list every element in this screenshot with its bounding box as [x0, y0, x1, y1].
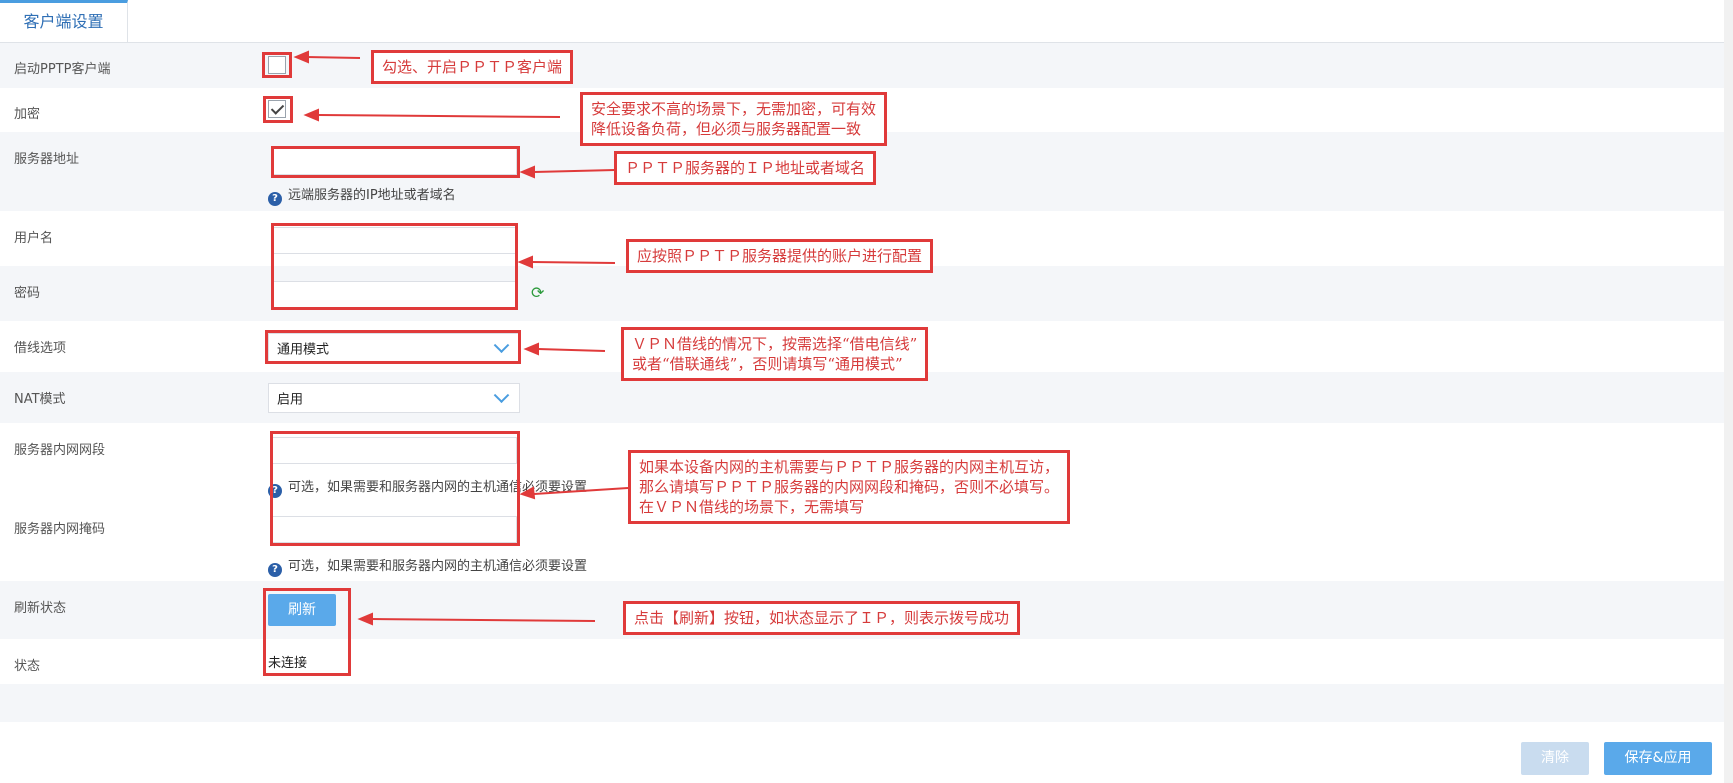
refresh-button[interactable]: 刷新 [268, 594, 336, 626]
highlight-encrypt-checkbox [263, 96, 293, 123]
server-address-label: 服务器地址 [14, 152, 80, 167]
callout-text: 那么请填写ＰＰＴＰ服务器的内网网段和掩码，否则不必填写。 [639, 478, 1060, 496]
nat-mode-select[interactable]: 启用 [268, 383, 520, 413]
status-value: 未连接 [268, 656, 308, 671]
username-input[interactable] [272, 227, 517, 254]
callout-text: ＰＰＴＰ服务器的ＩＰ地址或者域名 [625, 159, 866, 177]
clear-button[interactable]: 清除 [1521, 742, 1589, 775]
callout-server-address: ＰＰＴＰ服务器的ＩＰ地址或者域名 [614, 151, 877, 185]
help-text: 可选，如果需要和服务器内网的主机通信必须要设置 [288, 559, 588, 574]
callout-text: 降低设备负荷，但必须与服务器配置一致 [591, 120, 862, 138]
nat-mode-label: NAT模式 [14, 392, 66, 407]
highlight-server-address [271, 146, 520, 178]
server-lan-segment-label: 服务器内网网段 [14, 443, 106, 458]
help-text: 可选，如果需要和服务器内网的主机通信必须要设置 [288, 480, 588, 495]
callout-enable-pptp: 勾选、开启ＰＰＴＰ客户端 [371, 50, 574, 84]
server-lan-mask-help: ? 可选，如果需要和服务器内网的主机通信必须要设置 [268, 555, 587, 577]
callout-refresh: 点击【刷新】按钮，如状态显示了ＩＰ，则表示拨号成功 [623, 601, 1021, 635]
refresh-arrows-icon[interactable]: ⟳ [531, 283, 545, 302]
callout-account: 应按照ＰＰＴＰ服务器提供的账户进行配置 [626, 239, 934, 273]
highlight-server-lan [270, 431, 520, 546]
callout-text: 点击【刷新】按钮，如状态显示了ＩＰ，则表示拨号成功 [634, 609, 1010, 627]
help-text: 远端服务器的IP地址或者域名 [288, 188, 456, 203]
status-label: 状态 [14, 659, 41, 674]
server-lan-segment-input[interactable] [272, 437, 517, 464]
callout-line-option: ＶＰＮ借线的情况下，按需选择“借电信线” 或者“借联通线”，否则请填写“通用模式” [621, 327, 929, 381]
callout-server-lan: 如果本设备内网的主机需要与ＰＰＴＰ服务器的内网主机互访， 那么请填写ＰＰＴＰ服务器… [628, 450, 1071, 524]
highlight-line-option [265, 330, 521, 364]
line-option-value: 通用模式 [277, 342, 330, 358]
server-lan-mask-input[interactable] [272, 516, 517, 543]
callout-text: 安全要求不高的场景下，无需加密，可有效 [591, 100, 877, 118]
question-circle-icon: ? [268, 563, 282, 577]
username-label: 用户名 [14, 231, 54, 246]
server-address-help: ? 远端服务器的IP地址或者域名 [268, 184, 456, 206]
highlight-account [271, 223, 518, 310]
encrypt-checkbox[interactable] [268, 100, 286, 118]
line-option-select[interactable]: 通用模式 [268, 333, 520, 363]
callout-text: 在ＶＰＮ借线的场景下，无需填写 [639, 498, 865, 516]
password-label: 密码 [14, 286, 41, 301]
callout-encrypt: 安全要求不高的场景下，无需加密，可有效降低设备负荷，但必须与服务器配置一致 [580, 92, 888, 146]
enable-pptp-checkbox[interactable] [268, 56, 286, 74]
highlight-refresh-status [263, 588, 351, 676]
line-option-label: 借线选项 [14, 341, 67, 356]
tab-client-settings[interactable]: 客户端设置 [0, 0, 128, 42]
server-lan-mask-label: 服务器内网掩码 [14, 522, 106, 537]
nat-mode-value: 启用 [277, 392, 304, 408]
password-input[interactable] [272, 281, 517, 308]
server-address-input[interactable] [273, 148, 517, 175]
tab-bar: 客户端设置 [0, 0, 1724, 43]
save-apply-button[interactable]: 保存&应用 [1604, 742, 1712, 775]
highlight-enable-checkbox [262, 52, 292, 78]
row-empty-bg [0, 684, 1724, 722]
callout-text: 应按照ＰＰＴＰ服务器提供的账户进行配置 [637, 247, 923, 265]
enable-pptp-label: 启动PPTP客户端 [14, 62, 111, 77]
question-circle-icon: ? [268, 192, 282, 206]
refresh-status-label: 刷新状态 [14, 601, 67, 616]
callout-text: 如果本设备内网的主机需要与ＰＰＴＰ服务器的内网主机互访， [639, 458, 1060, 476]
callout-text: 勾选、开启ＰＰＴＰ客户端 [382, 58, 563, 76]
encrypt-label: 加密 [14, 107, 41, 122]
row-enable-pptp-bg [0, 43, 1724, 88]
callout-text: ＶＰＮ借线的情况下，按需选择“借电信线” [632, 335, 918, 353]
callout-text: 或者“借联通线”，否则请填写“通用模式” [632, 355, 903, 373]
scrollbar[interactable] [1724, 0, 1733, 783]
